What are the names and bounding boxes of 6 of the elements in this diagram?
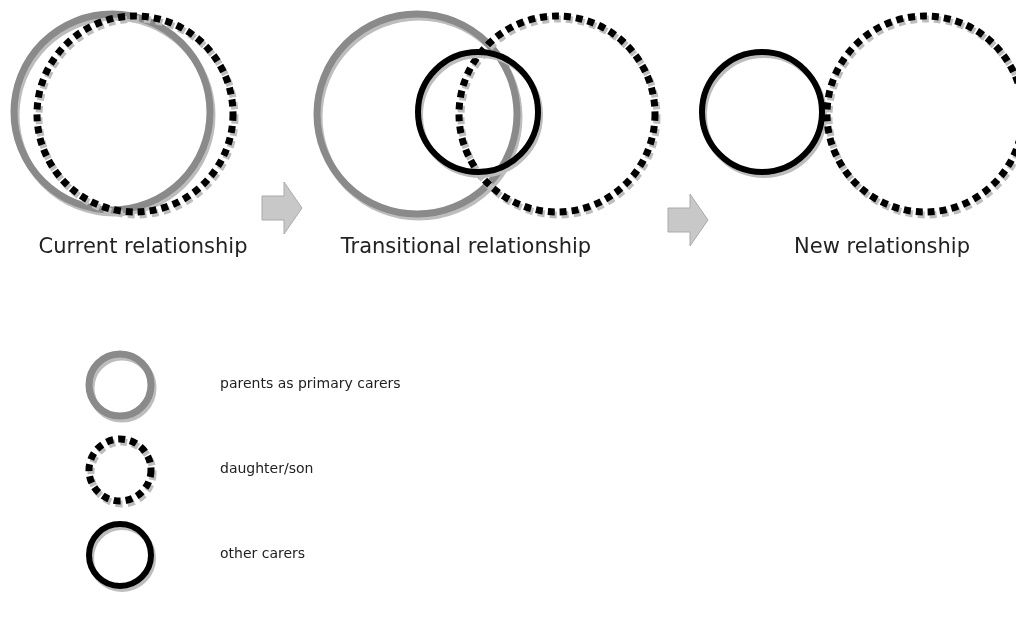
- legend-text: other carers: [220, 545, 306, 561]
- stage-label: New relationship: [794, 234, 970, 258]
- legend-text: daughter/son: [220, 460, 314, 476]
- stage-label: Current relationship: [38, 234, 248, 258]
- stage-label: Transitional relationship: [340, 234, 592, 258]
- legend-text: parents as primary carers: [220, 375, 401, 391]
